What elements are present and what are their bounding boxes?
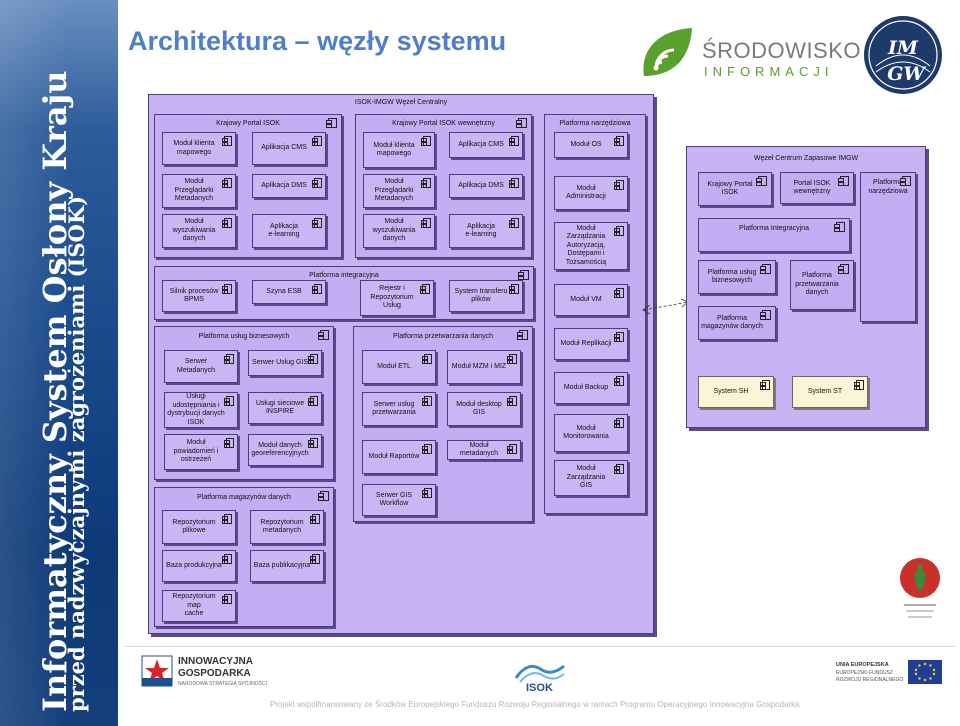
- svg-text:IM: IM: [887, 37, 919, 59]
- external-system: System SH: [698, 376, 774, 408]
- component: Moduł klienta mapowego: [162, 132, 236, 165]
- component: Silnik procesów BPMS: [162, 280, 236, 312]
- leaf-wifi-icon: [643, 28, 692, 76]
- component: Szyna ESB: [252, 280, 326, 304]
- eu-flag-icon: [908, 660, 942, 684]
- component: Baza publikacyjna: [250, 550, 324, 582]
- sidebar-banner: Informatyczny System Osłony Kraju przed …: [0, 0, 118, 726]
- component: Moduł Przeglądarki Metadanych: [363, 174, 435, 208]
- component: Moduł Przeglądarki Metadanych: [162, 174, 236, 208]
- backup-package: Platforma narzędziowa: [860, 172, 916, 322]
- backup-package: Platforma usług biznesowych: [698, 260, 776, 294]
- component: Moduł Administracji: [554, 176, 628, 210]
- imgw-logo: IM GW: [862, 14, 944, 96]
- component: Aplikacja e-learning: [449, 214, 523, 248]
- component: Moduł klienta mapowego: [363, 132, 435, 168]
- backup-package: Portal ISOK wewnętrzny: [780, 172, 854, 204]
- component: Aplikacja CMS: [252, 132, 326, 165]
- external-system: System ST: [792, 376, 868, 408]
- component: Moduł ETL: [362, 350, 436, 384]
- component: Aplikacja DMS: [449, 174, 523, 198]
- slide-title: Architektura – węzły systemu: [128, 26, 507, 56]
- svg-text:GW: GW: [887, 63, 926, 85]
- component: Moduł wyszukiwania danych: [162, 214, 236, 248]
- backup-package: Platforma magazynów danych: [698, 306, 776, 340]
- replication-connector: [642, 298, 689, 315]
- star-flag-icon: [141, 655, 173, 687]
- component: Moduł powiadomień i ostrzeżeń: [164, 434, 238, 470]
- component: Aplikacja CMS: [449, 132, 523, 158]
- component: Moduł Zarządzania GIS: [554, 460, 628, 496]
- component: Usługi sieciowe INSPIRE: [248, 392, 322, 424]
- component: Aplikacja DMS: [252, 174, 326, 198]
- component: Moduł Backup: [554, 372, 628, 404]
- component: Moduł MZM i MIZ: [447, 350, 521, 384]
- component: Serwer Usług GIS: [248, 350, 322, 376]
- component: Serwer Metadanych: [164, 350, 238, 383]
- component: Usługi udostępniania i dystrybucji danyc…: [164, 392, 238, 428]
- component: Moduł wyszukiwania danych: [363, 214, 435, 248]
- backup-integration-package: Platforma Integracyjna: [698, 218, 850, 252]
- component: Serwer GIS Workflow: [362, 484, 436, 516]
- component: Moduł VM: [554, 284, 628, 316]
- footer-divider: [124, 646, 956, 647]
- component: Repozytorium map cache: [162, 590, 236, 622]
- component: Moduł Zarządzania Autoryzacją, Dostępami…: [554, 222, 628, 270]
- srodowisko-informacji-logo: ŚRODOWISKO INFORMACJI: [636, 22, 861, 88]
- component: Moduł metadanych: [447, 440, 521, 460]
- component: Moduł Raportów: [362, 440, 436, 474]
- ministry-emblem-icon: [900, 558, 940, 618]
- component: Moduł OS: [554, 132, 628, 158]
- component: Moduł desktop GIS: [447, 392, 521, 426]
- component: Serwer usług przetwarzania: [362, 392, 436, 426]
- component: Rejestr i Repozytorium Usług: [360, 280, 434, 316]
- component: Baza produkcyjna: [162, 550, 236, 582]
- component: Moduł Monitorowania: [554, 414, 628, 452]
- backup-package: Krajowy Portal ISOK: [698, 172, 772, 206]
- unia-europejska-logo: UNIA EUROPEJSKA EUROPEJSKI FUNDUSZ ROZWO…: [836, 660, 946, 690]
- srodowisko-text: ŚRODOWISKO: [702, 38, 862, 63]
- sidebar-subtitle: przed nadzwyczajnymi zagrożeniami (ISOK): [64, 195, 89, 712]
- informacji-text: INFORMACJI: [704, 64, 834, 79]
- component: System transferu plików: [449, 280, 523, 312]
- component: Repozytorium plikowe: [162, 510, 236, 544]
- component: Moduł danych georeferencyjnych: [248, 434, 322, 466]
- backup-package: Platforma przetwarzania danych: [790, 260, 854, 310]
- footer-text: Projekt współfinansowany ze Środków Euro…: [270, 700, 800, 709]
- component: Aplikacja e-learning: [252, 214, 326, 248]
- innowacyjna-gospodarka-logo: INNOWACYJNA GOSPODARKA NARODOWA STRATEGI…: [140, 652, 280, 692]
- component: Repozytorium metadanych: [250, 510, 324, 544]
- component: Moduł Replikacji: [554, 328, 628, 360]
- wave-icon: [514, 664, 565, 683]
- isok-logo: ISOK: [512, 656, 568, 698]
